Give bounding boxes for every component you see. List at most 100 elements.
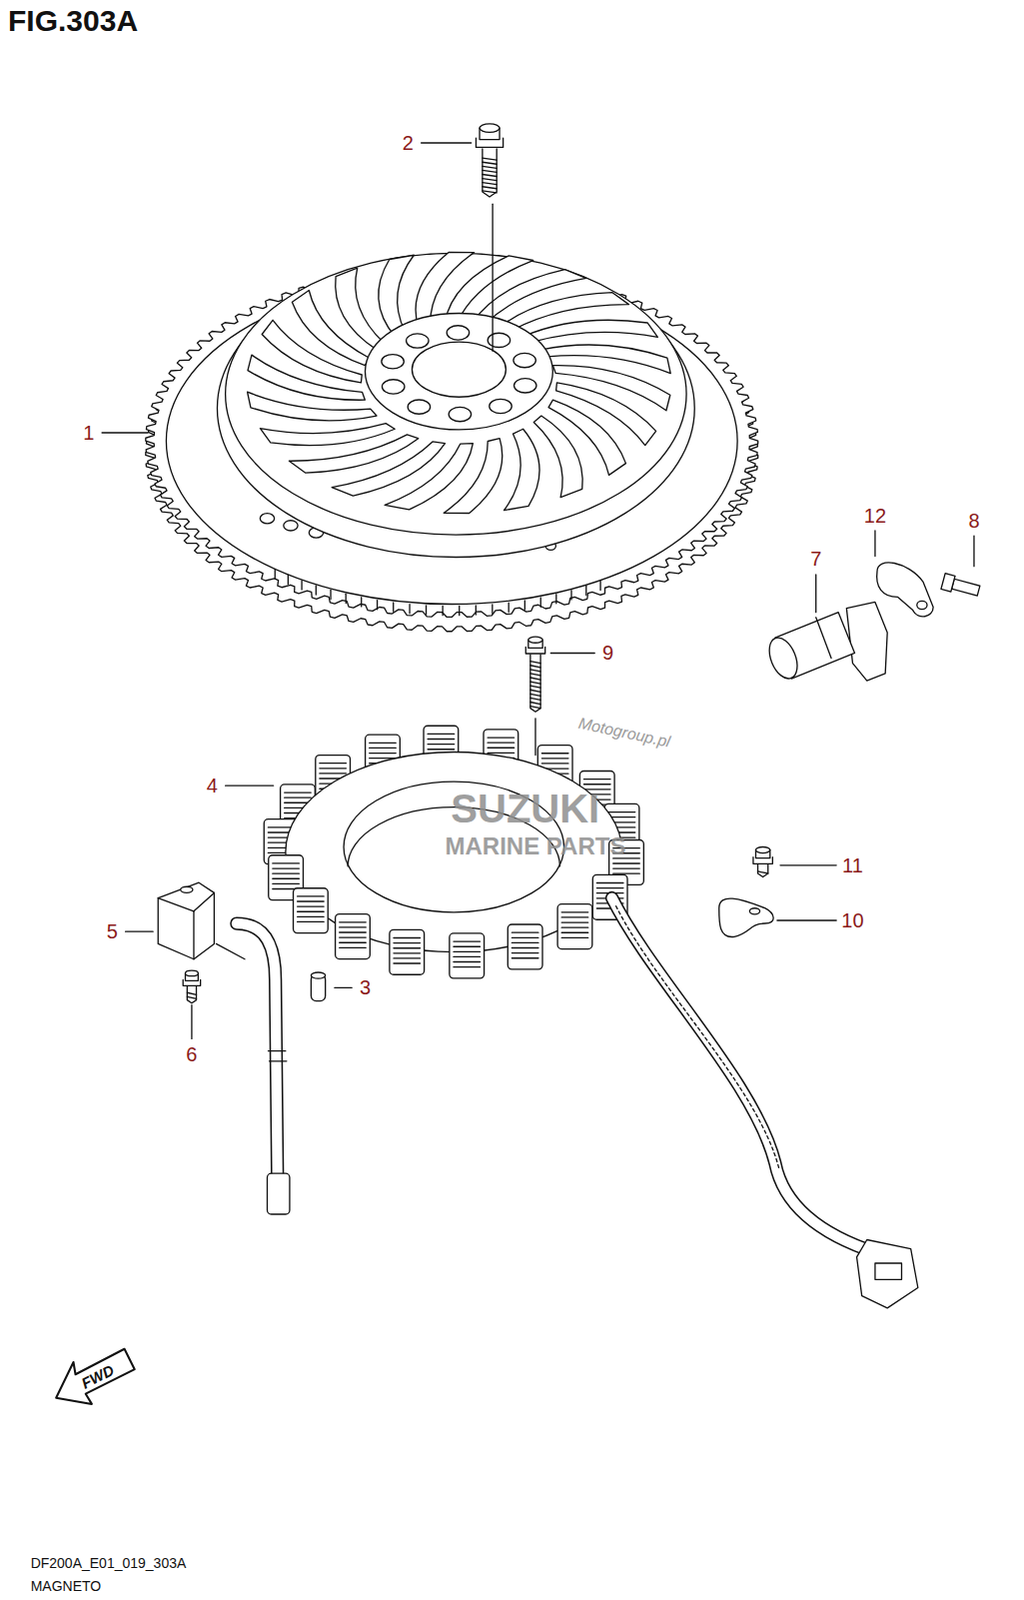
coil-winding — [453, 940, 481, 942]
coil-winding — [393, 937, 421, 939]
bolt-shank — [758, 864, 769, 877]
coil-winding — [272, 878, 300, 880]
bolt-thread — [530, 689, 541, 692]
bolt-shank — [530, 654, 541, 712]
coil-winding — [319, 772, 347, 774]
bolt-thread — [482, 161, 497, 164]
leader-line — [491, 203, 493, 351]
coil-winding — [393, 952, 421, 954]
bolt-thread — [482, 169, 497, 172]
bolt-thread — [530, 665, 541, 668]
flywheel-hole — [283, 520, 298, 531]
flywheel-fin — [247, 354, 365, 400]
timing-mark — [425, 605, 427, 615]
coil-winding — [339, 926, 367, 928]
coil-winding — [369, 747, 397, 749]
coil-winding — [487, 752, 515, 754]
pulser-edge — [157, 898, 194, 912]
timing-mark — [475, 605, 477, 615]
bolt-thread — [530, 661, 541, 664]
coil-body — [389, 929, 425, 975]
timing-mark — [585, 585, 587, 595]
coil-winding — [596, 882, 624, 884]
callout-number: 7 — [810, 547, 822, 570]
coil-winding — [613, 867, 641, 869]
leader-line — [125, 931, 154, 933]
timing-mark — [287, 574, 289, 584]
coil-winding — [511, 932, 539, 934]
coil-winding — [541, 762, 569, 764]
bracket-hole — [917, 600, 928, 609]
timing-mark — [300, 580, 302, 590]
leader-line — [334, 987, 352, 989]
leader-line — [973, 535, 975, 567]
flywheel-fin — [331, 441, 445, 496]
coil-winding — [393, 962, 421, 964]
coil-winding — [561, 932, 589, 934]
coil-winding — [272, 883, 300, 885]
bolt-thread — [482, 157, 497, 160]
timing-mark — [360, 597, 362, 607]
bolt-thread — [482, 182, 497, 185]
timing-mark — [458, 605, 460, 615]
coil-body — [293, 888, 329, 934]
wire-break — [269, 1059, 287, 1061]
coil-winding — [511, 952, 539, 954]
timing-mark — [376, 600, 378, 610]
coil-winding — [427, 743, 455, 745]
bolt-hole — [514, 378, 537, 393]
fwd-arrow — [55, 1348, 135, 1404]
bolt-head-top — [479, 123, 500, 133]
clamp-hole — [749, 908, 760, 915]
coil-winding — [427, 738, 455, 740]
coil-winding — [487, 736, 515, 738]
callout-number: 5 — [106, 920, 118, 943]
coil-winding — [393, 957, 421, 959]
coil-winding — [319, 762, 347, 764]
timing-mark — [315, 585, 317, 595]
coil-winding — [596, 887, 624, 889]
timing-mark — [408, 604, 410, 614]
leader-line — [777, 919, 837, 921]
center-hole — [411, 341, 506, 397]
bolt-shank — [482, 148, 497, 197]
pulser-coil — [157, 882, 214, 960]
drawing — [55, 123, 982, 1404]
coil-winding — [561, 926, 589, 928]
bolt-thread — [482, 165, 497, 168]
coil-winding — [427, 733, 455, 735]
wire-tape — [616, 906, 780, 1169]
stator-bolt — [525, 636, 545, 712]
stator-coil — [335, 914, 371, 960]
coil-winding — [272, 862, 300, 864]
figure-name: MAGNETO — [30, 1578, 102, 1594]
coil-winding — [561, 921, 589, 923]
leader-line — [815, 574, 817, 613]
stator-coil — [507, 924, 543, 970]
bolt-shank — [952, 578, 981, 596]
sensor-wire — [236, 923, 278, 1173]
bolt-thread — [530, 669, 541, 672]
leader-line — [190, 1005, 192, 1039]
coil-body — [507, 924, 543, 970]
callout-number: 9 — [602, 641, 614, 664]
bolt-hole — [407, 399, 430, 414]
coil-winding — [297, 895, 325, 897]
bolt-thread — [482, 190, 497, 193]
crank-sensor-ring — [816, 617, 832, 659]
coil-winding — [297, 905, 325, 907]
leader-line — [101, 431, 148, 433]
coil-winding — [561, 937, 589, 939]
bolt-hole — [381, 354, 404, 369]
coil-winding — [561, 916, 589, 918]
coil-winding — [613, 862, 641, 864]
bolt-hole — [487, 332, 510, 347]
bolt-hole — [489, 398, 512, 413]
flywheel-hole — [259, 513, 274, 524]
dowel-pin-top — [310, 972, 325, 979]
bolt-thread — [530, 673, 541, 676]
coil-winding — [487, 747, 515, 749]
bolt-thread — [530, 677, 541, 680]
callout-number: 6 — [185, 1042, 197, 1065]
coil-winding — [453, 961, 481, 963]
